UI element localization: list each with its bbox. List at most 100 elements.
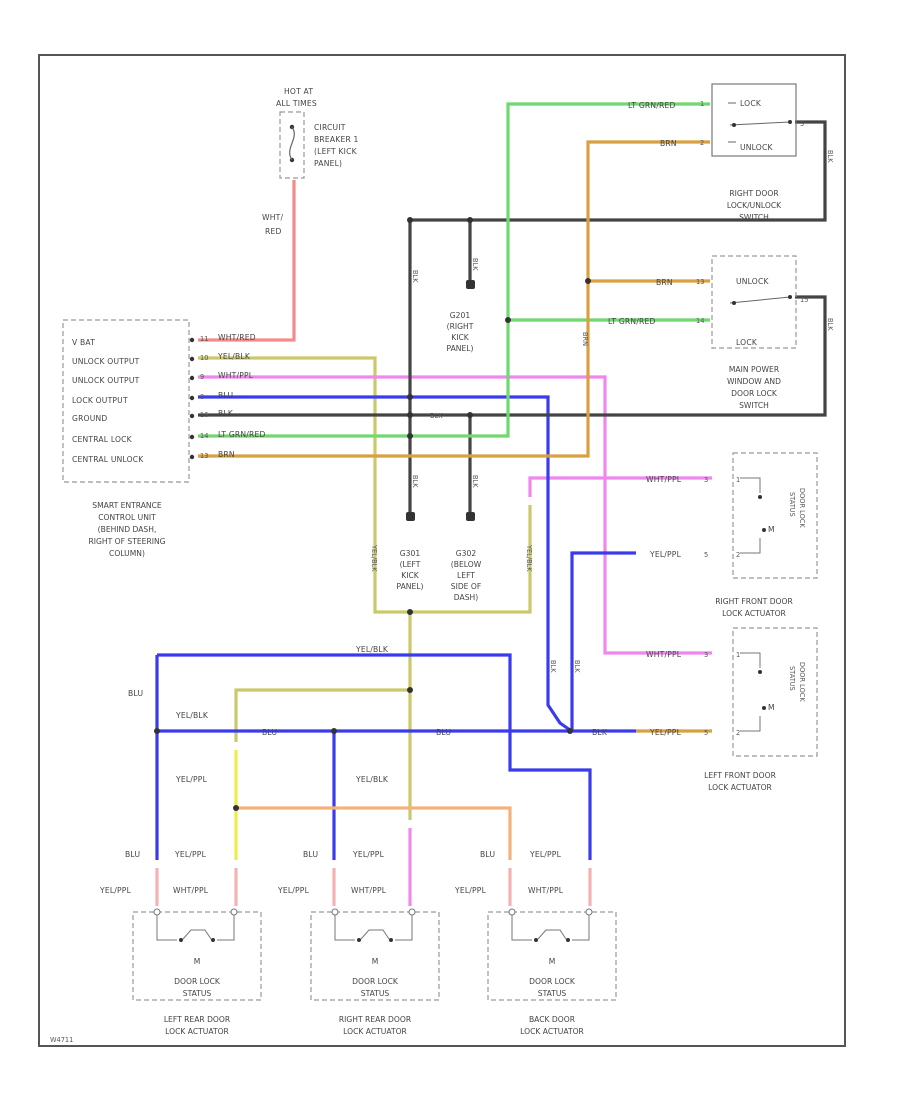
rf-wire-top: WHT/PPL bbox=[646, 475, 682, 484]
g201-wire-label: BLK bbox=[471, 258, 479, 271]
rear-status-1-2: DOOR LOCK bbox=[529, 977, 576, 986]
seccu-pin-dot bbox=[189, 375, 195, 381]
rear-w4-2: WHT/PPL bbox=[528, 886, 564, 895]
rear-w2-1: YEL/PPL bbox=[352, 850, 385, 859]
rear-actuators: BLU YEL/PPL YEL/PPL WHT/PPL M DOOR LOCK STATUS… bbox=[99, 850, 617, 1036]
mp-switch-gnd-wire: BLK bbox=[826, 318, 834, 331]
seccu-pin-num-2: 9 bbox=[200, 373, 204, 381]
rear-actuator-box bbox=[310, 911, 440, 1001]
label-blk-rf-2: BLK bbox=[573, 660, 581, 673]
seccu-wire-0: WHT/RED bbox=[218, 333, 256, 342]
mp-switch-unlock: UNLOCK bbox=[736, 277, 769, 286]
right-front-door-lock-actuator: WHT/PPL YEL/PPL 3 5 1 2 M DOOR LOCK STAT… bbox=[646, 452, 818, 618]
rd-switch-gnd-wire: BLK bbox=[826, 150, 834, 163]
label-yelppl-left: YEL/PPL bbox=[175, 775, 208, 784]
main-power-window-switch: UNLOCK LOCK 13 14 15 BLK BRN LT GRN/RED … bbox=[608, 255, 834, 410]
seccu-pin-num-3: 8 bbox=[200, 393, 204, 401]
rf-caption-1: RIGHT FRONT DOOR bbox=[715, 597, 793, 606]
label-blu-left: BLU bbox=[128, 689, 143, 698]
wire-wht-ppl-rf bbox=[528, 476, 712, 497]
label-yelblk-left: YEL/BLK bbox=[370, 544, 378, 572]
seccu-pin-num-6: 13 bbox=[200, 452, 208, 460]
rear-w4-1: WHT/PPL bbox=[351, 886, 387, 895]
rear-status-2-0: STATUS bbox=[183, 989, 212, 998]
seccu-wire-4: BLK bbox=[218, 409, 234, 418]
circuit-breaker: HOT AT ALL TIMES CIRCUIT BREAKER 1 (LEFT… bbox=[262, 87, 358, 236]
rear-caption-1-2: BACK DOOR bbox=[529, 1015, 576, 1024]
diagram-frame bbox=[38, 54, 846, 1047]
rear-w2-0: YEL/PPL bbox=[174, 850, 207, 859]
rear-w1-0: BLU bbox=[125, 850, 140, 859]
rear-caption-2-1: LOCK ACTUATOR bbox=[343, 1027, 407, 1036]
mp-switch-pin-gnd: 15 bbox=[800, 296, 808, 304]
rd-switch-wire-top: LT GRN/RED bbox=[628, 101, 676, 110]
rd-switch-wire-bot: BRN bbox=[660, 139, 677, 148]
lf-caption-2: LOCK ACTUATOR bbox=[708, 783, 772, 792]
seccu-wire-6: BRN bbox=[218, 450, 235, 459]
rear-w3-0: YEL/PPL bbox=[99, 886, 132, 895]
g301-label-3: PANEL) bbox=[397, 582, 424, 591]
lf-caption-1: LEFT FRONT DOOR bbox=[704, 771, 776, 780]
seccu-caption-3: RIGHT OF STEERING bbox=[88, 537, 165, 546]
rd-switch-caption-1: RIGHT DOOR bbox=[729, 189, 779, 198]
g201-label-0: G201 bbox=[450, 311, 471, 320]
wire-blk-ground bbox=[198, 295, 827, 417]
mp-switch-lock: LOCK bbox=[736, 338, 758, 347]
lf-pin-t: 1 bbox=[736, 651, 740, 659]
mp-switch-caption-4: SWITCH bbox=[739, 401, 769, 410]
left-front-door-lock-actuator: WHT/PPL YEL/PPL BLK 3 5 1 2 M DOOR LOCK … bbox=[592, 627, 818, 792]
lf-pin-b: 2 bbox=[736, 729, 740, 737]
breaker-label-4: PANEL) bbox=[314, 159, 342, 168]
rd-switch-unlock: UNLOCK bbox=[740, 143, 773, 152]
seccu-wire-1: YEL/BLK bbox=[217, 352, 251, 361]
wire-wht-ppl-unlock bbox=[198, 375, 712, 655]
seccu-caption-1: CONTROL UNIT bbox=[98, 513, 156, 522]
wire-yel-ppl-cross bbox=[236, 806, 512, 860]
rear-w1-1: BLU bbox=[303, 850, 318, 859]
rear-caption-2-2: LOCK ACTUATOR bbox=[520, 1027, 584, 1036]
g201-label-3: PANEL) bbox=[447, 344, 474, 353]
seccu-wire-5: LT GRN/RED bbox=[218, 430, 266, 439]
seccu-pin-num-4: 16 bbox=[200, 411, 208, 419]
wire-blu-lock bbox=[198, 395, 571, 732]
seccu-caption-4: COLUMN) bbox=[109, 549, 145, 558]
rf-caption-2: LOCK ACTUATOR bbox=[722, 609, 786, 618]
rear-w3-1: YEL/PPL bbox=[277, 886, 310, 895]
seccu-caption-2: (BEHIND DASH, bbox=[98, 525, 157, 534]
rd-switch-caption-2: LOCK/UNLOCK bbox=[727, 201, 782, 210]
seccu-wire-3: BLU bbox=[218, 391, 233, 400]
seccu-pin-2: UNLOCK OUTPUT bbox=[72, 376, 140, 385]
rd-switch-pin-top: 1 bbox=[700, 100, 704, 108]
label-blu-bus-2: BLU bbox=[436, 728, 451, 737]
wire-layer bbox=[155, 102, 827, 906]
seccu-pin-dot bbox=[189, 413, 195, 419]
rear-status-2-1: STATUS bbox=[361, 989, 390, 998]
rear-w4-0: WHT/PPL bbox=[173, 886, 209, 895]
rear-w3-2: YEL/PPL bbox=[454, 886, 487, 895]
mp-switch-pin-top: 13 bbox=[696, 278, 704, 286]
lf-wire-bot: YEL/PPL bbox=[649, 728, 682, 737]
seccu-pin-num-5: 14 bbox=[200, 432, 208, 440]
seccu-pin-3: LOCK OUTPUT bbox=[72, 396, 128, 405]
seccu-wire-2: WHT/PPL bbox=[218, 371, 254, 380]
rear-caption-2-0: LOCK ACTUATOR bbox=[165, 1027, 229, 1036]
rear-actuator-box bbox=[132, 911, 262, 1001]
wire-yel-blk-branch bbox=[234, 688, 410, 742]
wire-label-blk-vertical: BLK bbox=[411, 270, 419, 283]
g302-label-0: G302 bbox=[456, 549, 477, 558]
label-blk-rf-1: BLK bbox=[549, 660, 557, 673]
mp-switch-caption-3: DOOR LOCK bbox=[731, 389, 778, 398]
mp-switch-wire-top: BRN bbox=[656, 278, 673, 287]
rear-status-1-1: DOOR LOCK bbox=[352, 977, 399, 986]
rear-motor-1: M bbox=[372, 957, 379, 966]
rf-wire-bot: YEL/PPL bbox=[649, 550, 682, 559]
g301-label-2: KICK bbox=[401, 571, 420, 580]
rf-side-1: DOOR LOCK bbox=[798, 488, 806, 528]
rd-switch-caption-3: SWITCH bbox=[739, 213, 769, 222]
junction-nodes bbox=[154, 217, 591, 811]
rf-pin-top: 3 bbox=[704, 476, 708, 484]
seccu-pin-6: CENTRAL UNLOCK bbox=[72, 455, 144, 464]
